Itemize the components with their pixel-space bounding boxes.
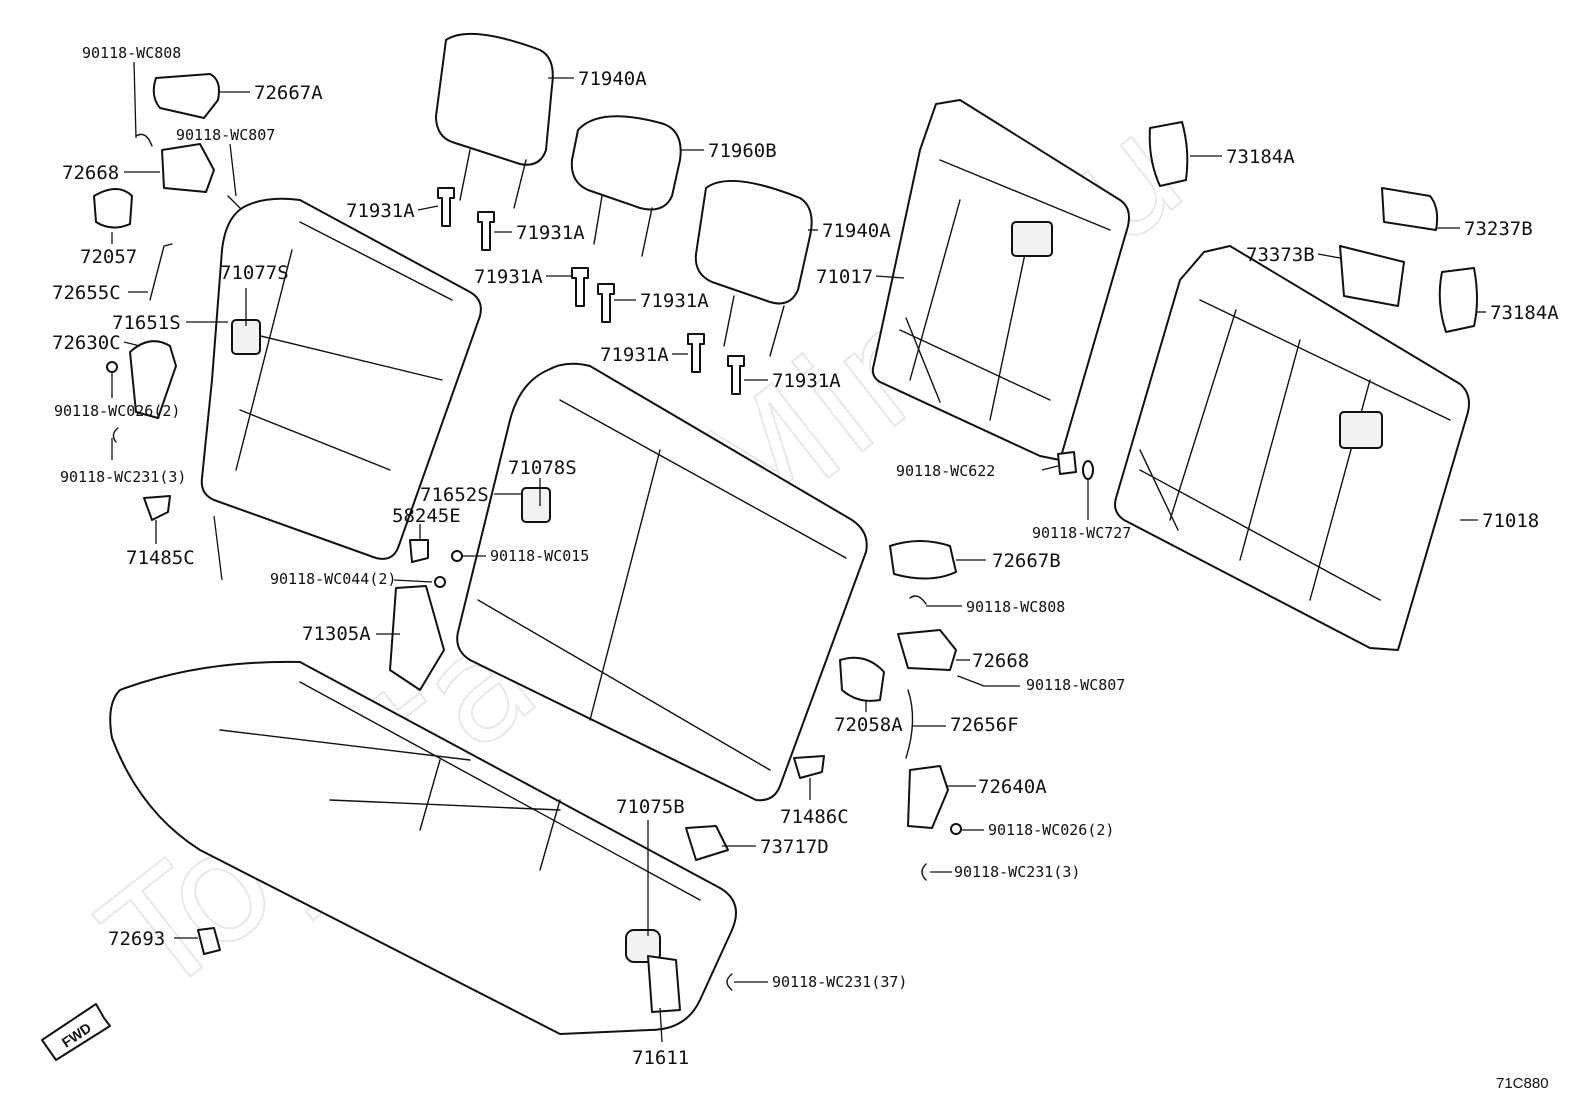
label-90118-wc808-a: 90118-WC808 <box>82 44 181 62</box>
label-71486c: 71486C <box>780 806 849 828</box>
label-71018: 71018 <box>1482 510 1539 532</box>
label-71611: 71611 <box>632 1047 689 1069</box>
label-72667b: 72667B <box>992 550 1061 572</box>
label-71931a-1: 71931A <box>346 200 415 222</box>
label-90118-wc044: 90118-WC044(2) <box>270 570 396 588</box>
headrest-71940A-right <box>694 179 813 357</box>
label-71931a-3: 71931A <box>474 266 543 288</box>
label-90118-wc231-a: 90118-WC231(3) <box>60 468 186 486</box>
seat-back-center <box>456 362 868 802</box>
label-72057: 72057 <box>80 246 137 268</box>
label-72630c: 72630C <box>52 332 121 354</box>
label-73717d: 73717D <box>760 836 829 858</box>
label-90118-wc026-a: 90118-WC026(2) <box>54 402 180 420</box>
label-71931a-4: 71931A <box>640 290 709 312</box>
label-71931a-5: 71931A <box>600 344 669 366</box>
leader-lines <box>111 61 1486 1043</box>
label-71652s: 71652S <box>420 484 489 506</box>
label-73184a-b: 73184A <box>1490 302 1559 324</box>
label-71940a-b: 71940A <box>822 220 891 242</box>
seatback-frame-71017 <box>871 99 1130 461</box>
seat-cushion <box>109 660 737 1035</box>
seatback-frame-71018 <box>1114 245 1470 651</box>
label-90118-wc015: 90118-WC015 <box>490 547 589 565</box>
label-90118-wc622: 90118-WC622 <box>896 462 995 480</box>
seat-back-left <box>200 197 482 560</box>
label-71651s: 71651S <box>112 312 181 334</box>
label-72655c: 72655C <box>52 282 121 304</box>
fwd-arrow: FWD <box>41 1003 111 1061</box>
label-90118-wc807-b: 90118-WC807 <box>1026 676 1125 694</box>
label-71077s: 71077S <box>220 262 289 284</box>
label-71485c: 71485C <box>126 547 195 569</box>
label-72656f: 72656F <box>950 714 1019 736</box>
label-90118-wc808-b: 90118-WC808 <box>966 598 1065 616</box>
label-90118-wc231-c: 90118-WC231(37) <box>772 973 907 991</box>
label-72668-a: 72668 <box>62 162 119 184</box>
label-73184a-a: 73184A <box>1226 146 1295 168</box>
label-71305a: 71305A <box>302 623 371 645</box>
label-73373b: 73373B <box>1246 244 1315 266</box>
label-72058a: 72058A <box>834 714 903 736</box>
label-71960b: 71960B <box>708 140 777 162</box>
label-90118-wc026-b: 90118-WC026(2) <box>988 821 1114 839</box>
label-72668-b: 72668 <box>972 650 1029 672</box>
label-71931a-6: 71931A <box>772 370 841 392</box>
label-90118-wc727: 90118-WC727 <box>1032 524 1131 542</box>
part-labels: 90118-WC808 72667A 90118-WC807 72668 720… <box>52 44 1559 1069</box>
headrest-71940A-left <box>435 32 554 209</box>
label-73237b: 73237B <box>1464 218 1533 240</box>
label-72693: 72693 <box>108 928 165 950</box>
label-71075b: 71075B <box>616 796 685 818</box>
label-90118-wc231-b: 90118-WC231(3) <box>954 863 1080 881</box>
label-71940a-a: 71940A <box>578 68 647 90</box>
headrest-guides <box>437 187 745 395</box>
small-parts <box>93 73 1478 955</box>
label-71078s: 71078S <box>508 457 577 479</box>
label-72640a: 72640A <box>978 776 1047 798</box>
label-58245e: 58245E <box>392 505 461 527</box>
label-71931a-2: 71931A <box>516 222 585 244</box>
label-90118-wc807-a: 90118-WC807 <box>176 126 275 144</box>
diagram-code: 71C880 <box>1496 1075 1549 1092</box>
label-72667a: 72667A <box>254 82 323 104</box>
label-71017: 71017 <box>816 266 873 288</box>
headrest-71960B-center <box>570 115 682 257</box>
clip-glyphs <box>112 427 927 991</box>
